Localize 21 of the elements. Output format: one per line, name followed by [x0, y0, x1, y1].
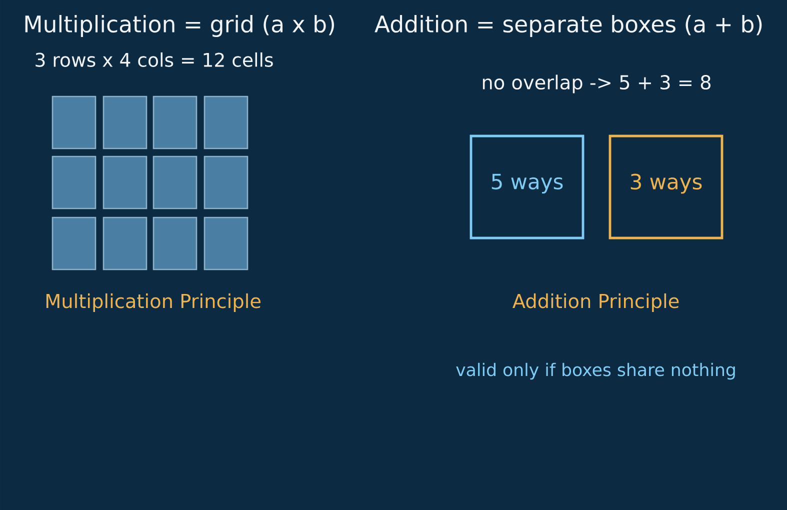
subheading: 3 rows x 4 cols = 12 cells	[36, 52, 273, 67]
grid-cell	[152, 96, 198, 150]
grid-cell	[52, 216, 96, 270]
grid-cell	[152, 156, 198, 210]
note: no overlap -> 5 + 3 = 8	[482, 74, 710, 94]
option-box: 3 ways	[608, 134, 724, 240]
grid-cell	[204, 156, 248, 210]
grid-cell	[52, 96, 96, 150]
grid-cell	[102, 156, 148, 210]
grid-cell	[152, 216, 198, 270]
caption: Multiplication Principle	[46, 293, 260, 312]
grid-cell	[204, 216, 248, 270]
heading: Multiplication = grid (a x b)	[25, 14, 334, 38]
grid-cell	[204, 96, 248, 150]
heading: Addition = separate boxes (a + b)	[374, 14, 762, 38]
grid-cell	[52, 156, 96, 210]
grid-cell	[102, 96, 148, 150]
note: valid only if boxes share nothing	[456, 362, 735, 380]
grid-cell	[102, 216, 148, 270]
caption: Addition Principle	[512, 293, 679, 312]
option-box: 5 ways	[470, 134, 584, 240]
